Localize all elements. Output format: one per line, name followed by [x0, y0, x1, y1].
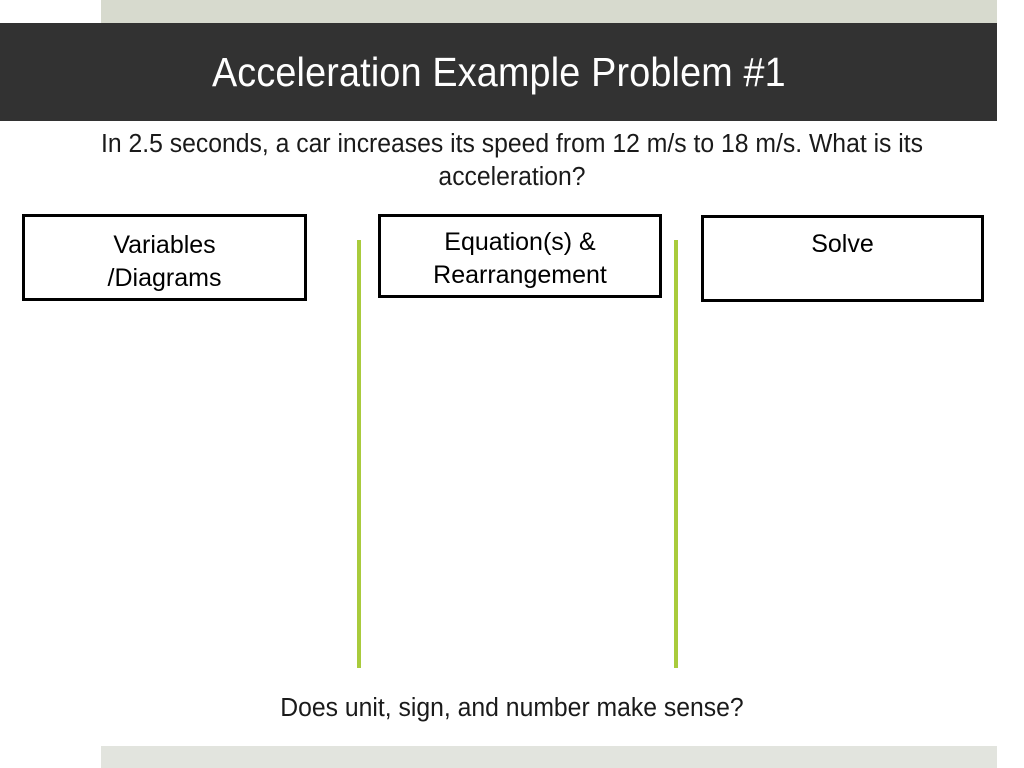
divider-line-right	[674, 240, 678, 668]
step-box-solve-label: Solve	[811, 230, 874, 258]
footer-question: Does unit, sign, and number make sense?	[280, 694, 744, 722]
divider-line-left	[357, 240, 361, 668]
bottom-accent-band	[101, 746, 997, 768]
problem-statement: In 2.5 seconds, a car increases its spee…	[100, 130, 924, 191]
step-box-variables: Variables /Diagrams	[22, 214, 307, 301]
step-box-equations: Equation(s) & Rearrangement	[378, 214, 662, 298]
top-accent-band	[101, 0, 997, 23]
page-title: Acceleration Example Problem #1	[211, 48, 786, 95]
step-box-equations-label: Equation(s) & Rearrangement	[433, 228, 607, 289]
step-box-variables-label: Variables /Diagrams	[107, 231, 222, 292]
step-box-solve: Solve	[701, 215, 984, 302]
title-bar: Acceleration Example Problem #1	[0, 23, 997, 121]
